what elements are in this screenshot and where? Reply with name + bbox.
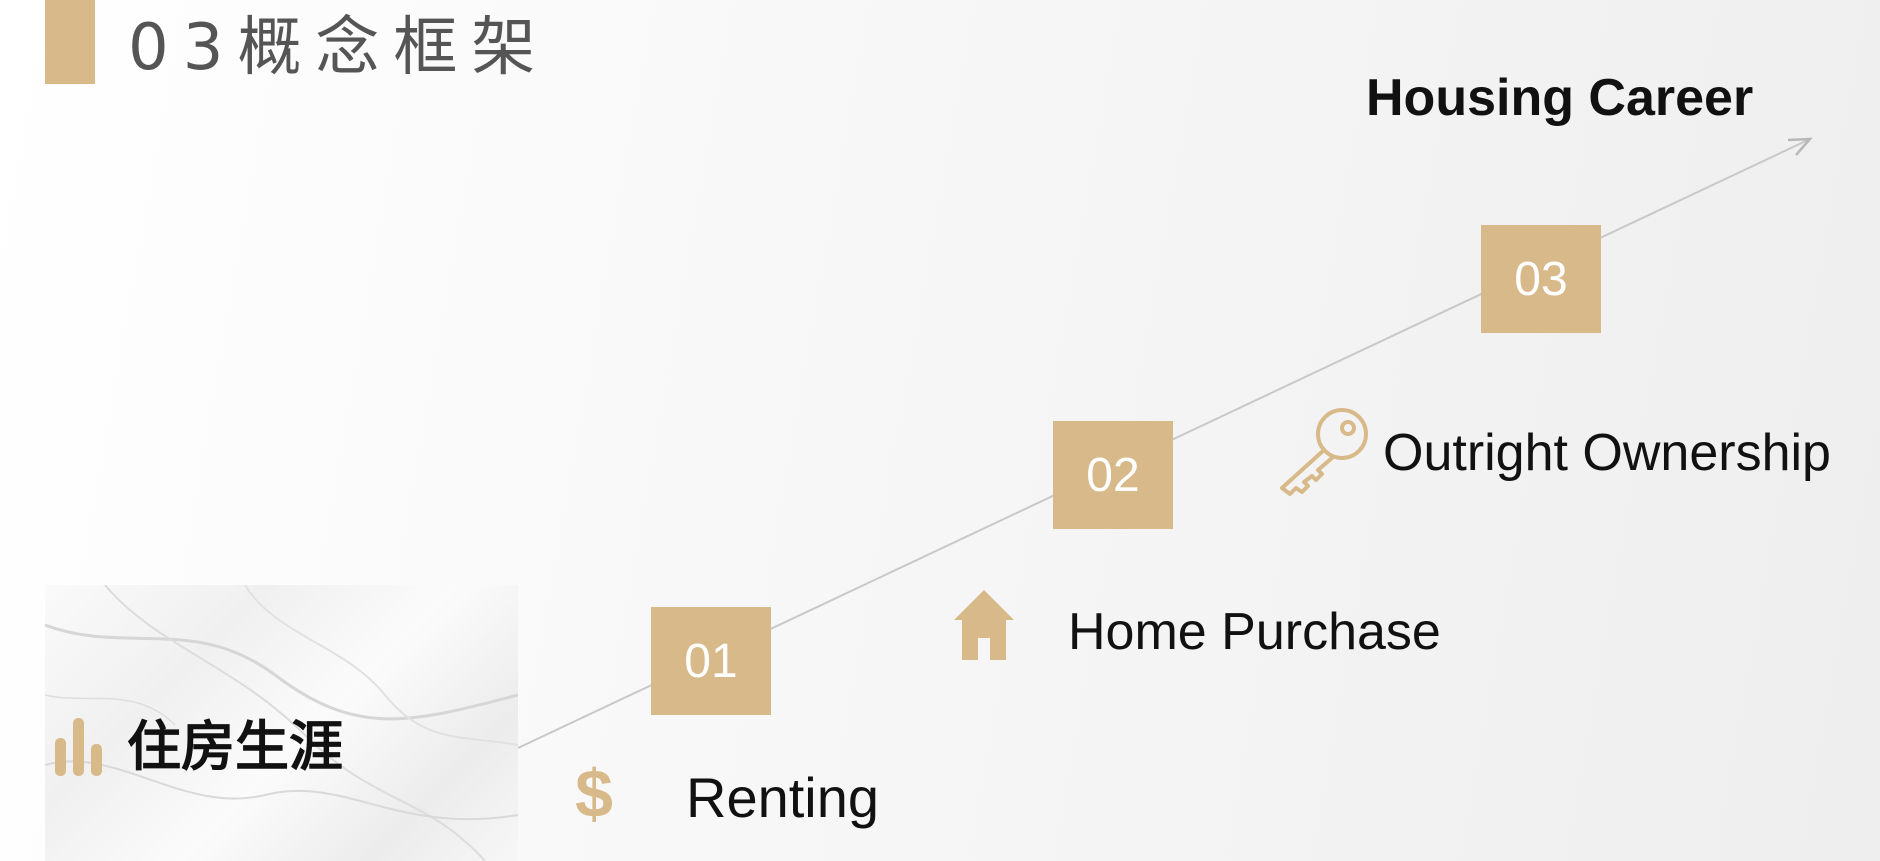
panel-label: 住房生涯 (127, 715, 343, 778)
arrow-head (1787, 137, 1813, 156)
step-label-outright-ownership: Outright Ownership (1383, 424, 1831, 482)
svg-text:$: $ (575, 757, 613, 829)
house-icon (954, 590, 1014, 660)
step-number-02: 02 (1053, 421, 1173, 529)
bar-chart-icon (55, 718, 102, 776)
marble-texture (45, 585, 518, 861)
page-title: 03概念框架 (128, 11, 550, 85)
step-label-renting: Renting (686, 766, 880, 829)
step-number-01: 01 (651, 607, 771, 715)
step-number-03: 03 (1481, 225, 1601, 333)
key-icon (1280, 408, 1368, 496)
diagram-heading: Housing Career (1366, 69, 1754, 127)
marble-panel: 住房生涯 (45, 585, 518, 861)
step-label-home-purchase: Home Purchase (1068, 603, 1441, 661)
dollar-icon: $ (575, 757, 613, 829)
title-accent-bar (45, 0, 95, 84)
